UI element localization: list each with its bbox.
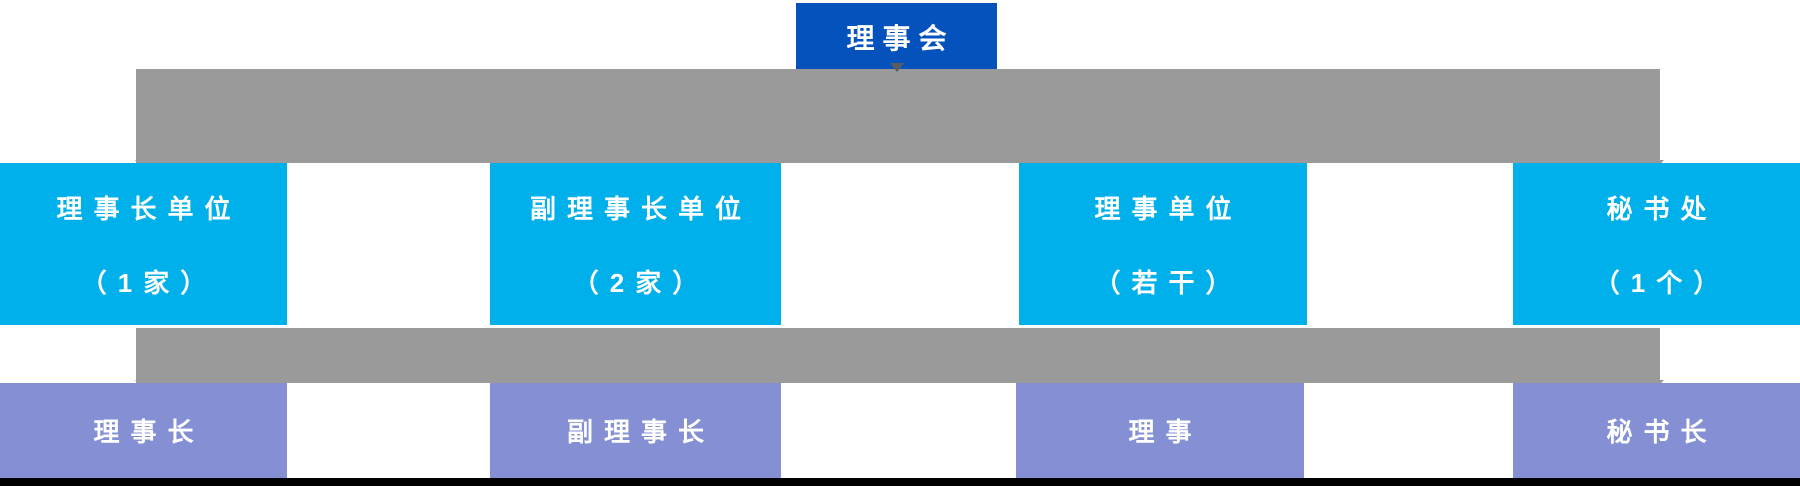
- unit-box-director-unit: 理事单位 （若干）: [1019, 163, 1307, 325]
- role-box-secretary-general: 秘书长: [1513, 383, 1800, 478]
- arrow-down-icon: [890, 63, 904, 72]
- unit-box-secretariat: 秘书处 （1个）: [1513, 163, 1800, 325]
- unit-box-chairman-unit: 理事长单位 （1家）: [0, 163, 287, 325]
- unit-box-line2: （若干）: [1094, 267, 1243, 298]
- bottom-border-line: [0, 478, 1800, 486]
- unit-box-line1: 副理事长单位: [529, 193, 752, 224]
- unit-box-line2: （1个）: [1593, 267, 1731, 298]
- connector-bar-lower: [136, 328, 1660, 383]
- root-box-label: 理事会: [846, 22, 955, 54]
- role-box-label: 理事长: [93, 417, 205, 447]
- role-box-label: 秘书长: [1606, 417, 1718, 447]
- connector-bar-upper: [136, 69, 1660, 163]
- unit-box-line1: 秘书处: [1606, 193, 1718, 224]
- unit-box-vice-chairman-unit: 副理事长单位 （2家）: [490, 163, 781, 325]
- role-box-label: 理事: [1128, 417, 1203, 447]
- role-box-vice-chairman: 副理事长: [490, 383, 781, 478]
- role-box-director: 理事: [1016, 383, 1304, 478]
- unit-box-line1: 理事长单位: [56, 193, 242, 224]
- unit-box-line2: （2家）: [572, 267, 710, 298]
- role-box-chairman: 理事长: [0, 383, 287, 478]
- root-box-board: 理事会: [796, 3, 997, 70]
- unit-box-line2: （1家）: [80, 267, 218, 298]
- unit-box-line1: 理事单位: [1094, 193, 1243, 224]
- role-box-label: 副理事长: [566, 417, 715, 447]
